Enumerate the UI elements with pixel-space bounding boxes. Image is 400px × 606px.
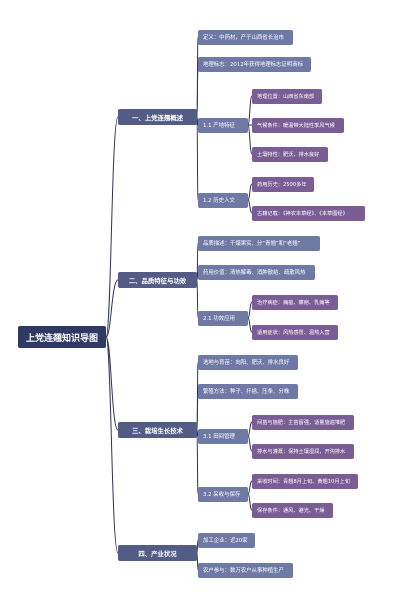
connector-line [247, 317, 253, 333]
connector-line [196, 429, 199, 495]
subtopic-node[interactable]: 3.2 采收与保存 [198, 486, 248, 502]
leaf-node[interactable]: 气候条件：暖温带大陆性季风气候 [252, 117, 344, 133]
subtopic-node[interactable]: 2.1 功效应用 [198, 310, 248, 326]
leaf-node[interactable]: 土壤特性：肥沃、排水良好 [252, 146, 328, 162]
leaf-node[interactable]: 间苗与施肥：主苗留强，适量施遍堆肥 [252, 414, 355, 430]
connector-line [196, 63, 199, 118]
topic-node[interactable]: 定义：中药材，产于山西省长治市 [198, 29, 293, 45]
connector-line [196, 390, 199, 431]
leaf-node[interactable]: 采收时间：青翘8月上旬、黄翘10月上旬 [252, 473, 359, 489]
connector-line [247, 301, 253, 319]
subtopic-node[interactable]: 1.2 历史人文 [198, 192, 248, 208]
connector-line [247, 124, 253, 155]
connector-line [247, 435, 253, 452]
topic-node[interactable]: 药用价值：清热解毒、消肿散结、疏散风热 [198, 264, 315, 280]
connector-line [247, 183, 253, 201]
topic-node[interactable]: 品质描述：干爆果实、分“青翘”和“老翘” [198, 235, 321, 251]
subtopic-node[interactable]: 1.1 产地特征 [198, 117, 248, 133]
connector-line [247, 493, 253, 511]
topic-node[interactable]: 加工企业：近20家 [198, 532, 256, 548]
connector-line [105, 279, 119, 338]
connector-line [196, 279, 199, 319]
leaf-node[interactable]: 治疗病症：痈疽、瘰疬、乳痈等 [252, 294, 339, 310]
connector-line [247, 95, 253, 126]
connector-line [247, 480, 253, 495]
connector-line [247, 421, 253, 437]
topic-node[interactable]: 繁殖方法：种子、扦插、压条、分株 [198, 383, 299, 399]
section-node[interactable]: 一、上党连翘概述 [118, 109, 197, 125]
leaf-node[interactable]: 保存条件：通风、避光、干燥 [252, 502, 333, 518]
connector-line [105, 336, 119, 431]
section-node[interactable]: 三、栽培生长技术 [118, 422, 197, 438]
topic-node[interactable]: 地理标志：2012年获得地理标志证明商标 [198, 56, 312, 72]
connector-line [196, 116, 199, 201]
leaf-node[interactable]: 排水与灌溉：保持土壤湿润，开沟排水 [252, 443, 355, 459]
topic-node[interactable]: 选地与育苗：向阳、肥沃、排水良好 [198, 354, 299, 370]
connector-line [105, 116, 119, 338]
topic-node[interactable]: 农户参与：数万农户从事种植生产 [198, 562, 293, 578]
section-node[interactable]: 二、品质特征与功效 [118, 272, 197, 288]
leaf-node[interactable]: 药用历史：2500多年 [252, 176, 314, 192]
leaf-node[interactable]: 地理位置：山西省东南部 [252, 88, 323, 104]
leaf-node[interactable]: 古籍记载：《神农本草经》、《本草图经》 [252, 205, 365, 221]
connector-line [247, 199, 253, 214]
subtopic-node[interactable]: 3.1 田间管理 [198, 428, 248, 444]
section-node[interactable]: 四、产业状况 [118, 545, 197, 561]
connector-line [105, 336, 119, 554]
connector-line [196, 552, 199, 571]
root-node[interactable]: 上党连翘知识导图 [18, 326, 106, 348]
leaf-node[interactable]: 适用症状：风热感冒、温热入营 [252, 324, 339, 340]
